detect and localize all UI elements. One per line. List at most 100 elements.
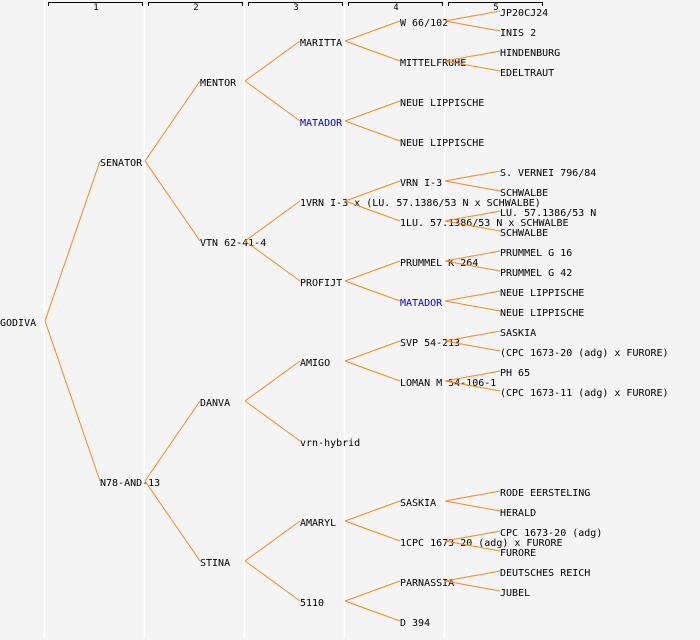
pedigree-link bbox=[444, 500, 501, 512]
ancestor-node-label[interactable]: HERALD bbox=[500, 508, 536, 519]
ancestor-node-label[interactable]: 1LU. 57.1386/53 N x SCHWALBE bbox=[400, 218, 569, 229]
ancestor-node-label[interactable]: JP20CJ24 bbox=[500, 8, 548, 19]
column-number: 3 bbox=[293, 3, 298, 13]
pedigree-link bbox=[444, 580, 501, 592]
pedigree-link bbox=[344, 280, 401, 302]
pedigree-link bbox=[144, 160, 201, 242]
pedigree-link bbox=[344, 180, 401, 202]
pedigree-link bbox=[444, 170, 501, 182]
column-number: 1 bbox=[93, 3, 98, 13]
ancestor-node-label[interactable]: 1VRN I-3 x (LU. 57.1386/53 N x SCHWALBE) bbox=[300, 198, 541, 209]
ancestor-node-label[interactable]: PARNASSIA bbox=[400, 578, 454, 589]
ancestor-node-label[interactable]: (CPC 1673-20 (adg) x FURORE) bbox=[500, 348, 669, 359]
ancestor-node-label[interactable]: DANVA bbox=[200, 398, 230, 409]
ancestor-node-label[interactable]: NEUE LIPPISCHE bbox=[400, 98, 484, 109]
column-bracket bbox=[248, 2, 343, 6]
ancestor-node-label[interactable]: JUBEL bbox=[500, 588, 530, 599]
ancestor-node-label[interactable]: VTN 62-41-4 bbox=[200, 238, 266, 249]
ancestor-node-label[interactable]: STINA bbox=[200, 558, 230, 569]
ancestor-node-label[interactable]: EDELTRAUT bbox=[500, 68, 554, 79]
parent-links bbox=[44, 10, 501, 622]
ancestor-node-label[interactable]: AMARYL bbox=[300, 518, 336, 529]
ancestor-node-label[interactable]: SCHWALBE bbox=[500, 188, 548, 199]
ancestor-node-label[interactable]: LOMAN M 54-106-1 bbox=[400, 378, 496, 389]
pedigree-link bbox=[344, 20, 401, 42]
pedigree-link bbox=[344, 580, 401, 602]
ancestor-node-label[interactable]: NEUE LIPPISCHE bbox=[500, 308, 584, 319]
pedigree-link bbox=[144, 480, 201, 562]
ancestor-node-label[interactable]: MATADOR bbox=[300, 118, 343, 129]
pedigree-link bbox=[244, 400, 301, 442]
pedigree-link bbox=[344, 520, 401, 542]
pedigree-link bbox=[444, 210, 501, 222]
pedigree-link bbox=[444, 20, 501, 32]
ancestor-node-label[interactable]: AMIGO bbox=[300, 358, 330, 369]
pedigree-link bbox=[444, 290, 501, 302]
node-labels: GODIVA SENATOR N78-AND-13 MENTOR VTN 62-41-4… bbox=[0, 8, 669, 629]
ancestor-node-label[interactable]: W 66/102 bbox=[400, 18, 448, 29]
pedigree-link bbox=[444, 340, 501, 352]
ancestor-node-label[interactable]: N78-AND-13 bbox=[100, 478, 160, 489]
root-node-label[interactable]: GODIVA bbox=[0, 318, 36, 329]
ancestor-node-label[interactable]: MITTELFRUHE bbox=[400, 58, 466, 69]
pedigree-link bbox=[344, 600, 401, 622]
ancestor-node-label[interactable]: PH 65 bbox=[500, 368, 530, 379]
pedigree-link bbox=[444, 220, 501, 232]
ancestor-node-label[interactable]: SVP 54-213 bbox=[400, 338, 460, 349]
pedigree-link bbox=[344, 100, 401, 122]
ancestor-node-label[interactable]: SASKIA bbox=[400, 498, 436, 509]
ancestor-node-label[interactable]: MENTOR bbox=[200, 78, 237, 89]
ancestor-node-label[interactable]: 5110 bbox=[300, 598, 324, 609]
ancestor-node-label[interactable]: (CPC 1673-11 (adg) x FURORE) bbox=[500, 388, 669, 399]
ancestor-node-label[interactable]: S. VERNEI 796/84 bbox=[500, 168, 596, 179]
pedigree-link bbox=[444, 260, 501, 272]
column-bracket bbox=[48, 2, 143, 6]
ancestor-node-label[interactable]: INIS 2 bbox=[500, 28, 536, 39]
ancestor-node-label[interactable]: vrn-hybrid bbox=[300, 438, 360, 449]
ancestor-node-label[interactable]: MARITTA bbox=[300, 38, 342, 49]
pedigree-link bbox=[444, 60, 501, 72]
ancestor-node-label[interactable]: NEUE LIPPISCHE bbox=[400, 138, 484, 149]
ancestor-node-label[interactable]: D 394 bbox=[400, 618, 430, 629]
ancestor-node-label[interactable]: SENATOR bbox=[100, 158, 143, 169]
ancestor-node-label[interactable]: 1CPC 1673-20 (adg) x FURORE bbox=[400, 538, 563, 549]
ancestor-node-label[interactable]: MATADOR bbox=[400, 298, 443, 309]
pedigree-link bbox=[444, 370, 501, 382]
ancestor-node-label[interactable]: DEUTSCHES REICH bbox=[500, 568, 590, 579]
pedigree-link bbox=[444, 570, 501, 582]
pedigree-link bbox=[444, 490, 501, 502]
pedigree-link bbox=[344, 500, 401, 522]
ancestor-node-label[interactable]: NEUE LIPPISCHE bbox=[500, 288, 584, 299]
ancestor-node-label[interactable]: HINDENBURG bbox=[500, 48, 560, 59]
column-dividers bbox=[43, 0, 446, 638]
ancestor-node-label[interactable]: CPC 1673-20 (adg) bbox=[500, 528, 602, 539]
ancestor-node-label[interactable]: RODE EERSTELING bbox=[500, 488, 590, 499]
pedigree-link bbox=[344, 120, 401, 142]
column-number: 5 bbox=[493, 3, 498, 13]
column-bracket bbox=[348, 2, 443, 6]
column-bracket bbox=[148, 2, 243, 6]
pedigree-link bbox=[244, 360, 301, 402]
pedigree-link bbox=[344, 340, 401, 362]
ancestor-node-label[interactable]: PRUMMEL G 16 bbox=[500, 248, 572, 259]
pedigree-link bbox=[244, 200, 301, 242]
pedigree-link bbox=[244, 40, 301, 82]
ancestor-node-label[interactable]: PROFIJT bbox=[300, 278, 342, 289]
pedigree-link bbox=[44, 320, 101, 482]
pedigree-link bbox=[444, 250, 501, 262]
ancestor-node-label[interactable]: LU. 57.1386/53 N bbox=[500, 208, 596, 219]
ancestor-node-label[interactable]: FURORE bbox=[500, 548, 536, 559]
ancestor-node-label[interactable]: SCHWALBE bbox=[500, 228, 548, 239]
pedigree-link bbox=[244, 560, 301, 602]
pedigree-link bbox=[244, 520, 301, 562]
ancestor-node-label[interactable]: PRUMMEL K 264 bbox=[400, 258, 478, 269]
ancestor-node-label[interactable]: PRUMMEL G 42 bbox=[500, 268, 572, 279]
pedigree-link bbox=[344, 360, 401, 382]
pedigree-link bbox=[244, 80, 301, 122]
ancestor-node-label[interactable]: VRN I-3 bbox=[400, 178, 442, 189]
pedigree-link bbox=[444, 300, 501, 312]
ancestor-node-label[interactable]: SASKIA bbox=[500, 328, 536, 339]
pedigree-link bbox=[44, 160, 101, 322]
